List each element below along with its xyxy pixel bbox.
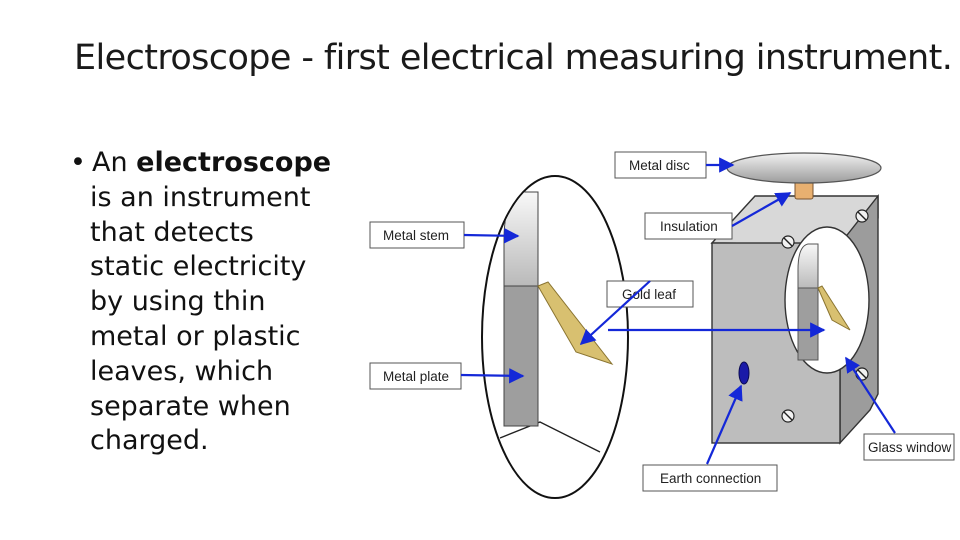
case-inner-gold-leaf <box>817 285 851 331</box>
pointer-arrows <box>460 157 896 465</box>
arrow-earth-connection <box>705 384 743 465</box>
label-metal-plate: Metal plate <box>369 362 462 390</box>
arrow-metal-plate <box>460 368 525 384</box>
magnified-metal-plate <box>503 285 539 427</box>
case-inner-metal-plate <box>797 287 819 361</box>
label-glass-window-text: Glass window <box>868 440 952 455</box>
bullet-line-3: that detects <box>90 216 254 248</box>
bullet-bold-term: electroscope <box>136 147 332 178</box>
label-gold-leaf-text: Gold leaf <box>622 287 676 302</box>
bullet-text: An <box>92 147 137 178</box>
magnified-floor-line <box>499 421 601 453</box>
bullet-line-4: static electricity <box>90 251 307 283</box>
bullet-line-2: is an instrument <box>90 181 311 213</box>
magnified-stem-top <box>503 191 539 289</box>
electroscope-case <box>710 152 882 445</box>
label-metal-stem-text: Metal stem <box>383 228 449 243</box>
bullet-marker: • <box>70 147 86 178</box>
bullet-line-6: metal or plastic <box>90 320 301 352</box>
bullet-line-8: separate when <box>90 390 291 422</box>
arrow-metal-stem <box>463 228 520 244</box>
label-glass-window: Glass window <box>863 433 955 461</box>
arrow-glass-window <box>845 356 896 434</box>
label-metal-disc: Metal disc <box>614 151 707 179</box>
screw-icon <box>781 235 795 249</box>
label-earth-connection-text: Earth connection <box>660 471 761 486</box>
label-insulation-text: Insulation <box>660 219 718 234</box>
bullet-line-9: charged. <box>90 425 209 457</box>
label-insulation: Insulation <box>644 212 733 240</box>
case-inner-stem-top <box>797 243 819 291</box>
label-metal-disc-text: Metal disc <box>629 158 690 173</box>
arrow-gold-leaf <box>579 280 651 346</box>
label-metal-plate-text: Metal plate <box>383 369 449 384</box>
label-earth-connection: Earth connection <box>642 464 778 492</box>
metal-disc <box>726 152 882 184</box>
label-metal-stem: Metal stem <box>369 221 465 249</box>
screw-icon <box>855 367 869 381</box>
earth-terminal-icon <box>738 361 750 385</box>
screw-icon <box>781 409 795 423</box>
bullet-paragraph: •An electroscope is an instrument that d… <box>70 146 360 459</box>
bullet-line-5: by using thin <box>90 286 266 318</box>
label-gold-leaf: Gold leaf <box>606 280 694 308</box>
bullet-line-7: leaves, which <box>90 355 274 387</box>
slide-title: Electroscope - first electrical measurin… <box>74 38 953 78</box>
arrow-insulation <box>731 192 792 227</box>
bullet-line-1: •An electroscope <box>70 146 360 181</box>
screw-icon <box>855 209 869 223</box>
insulation-knob <box>794 180 814 200</box>
magnified-view <box>481 175 629 499</box>
